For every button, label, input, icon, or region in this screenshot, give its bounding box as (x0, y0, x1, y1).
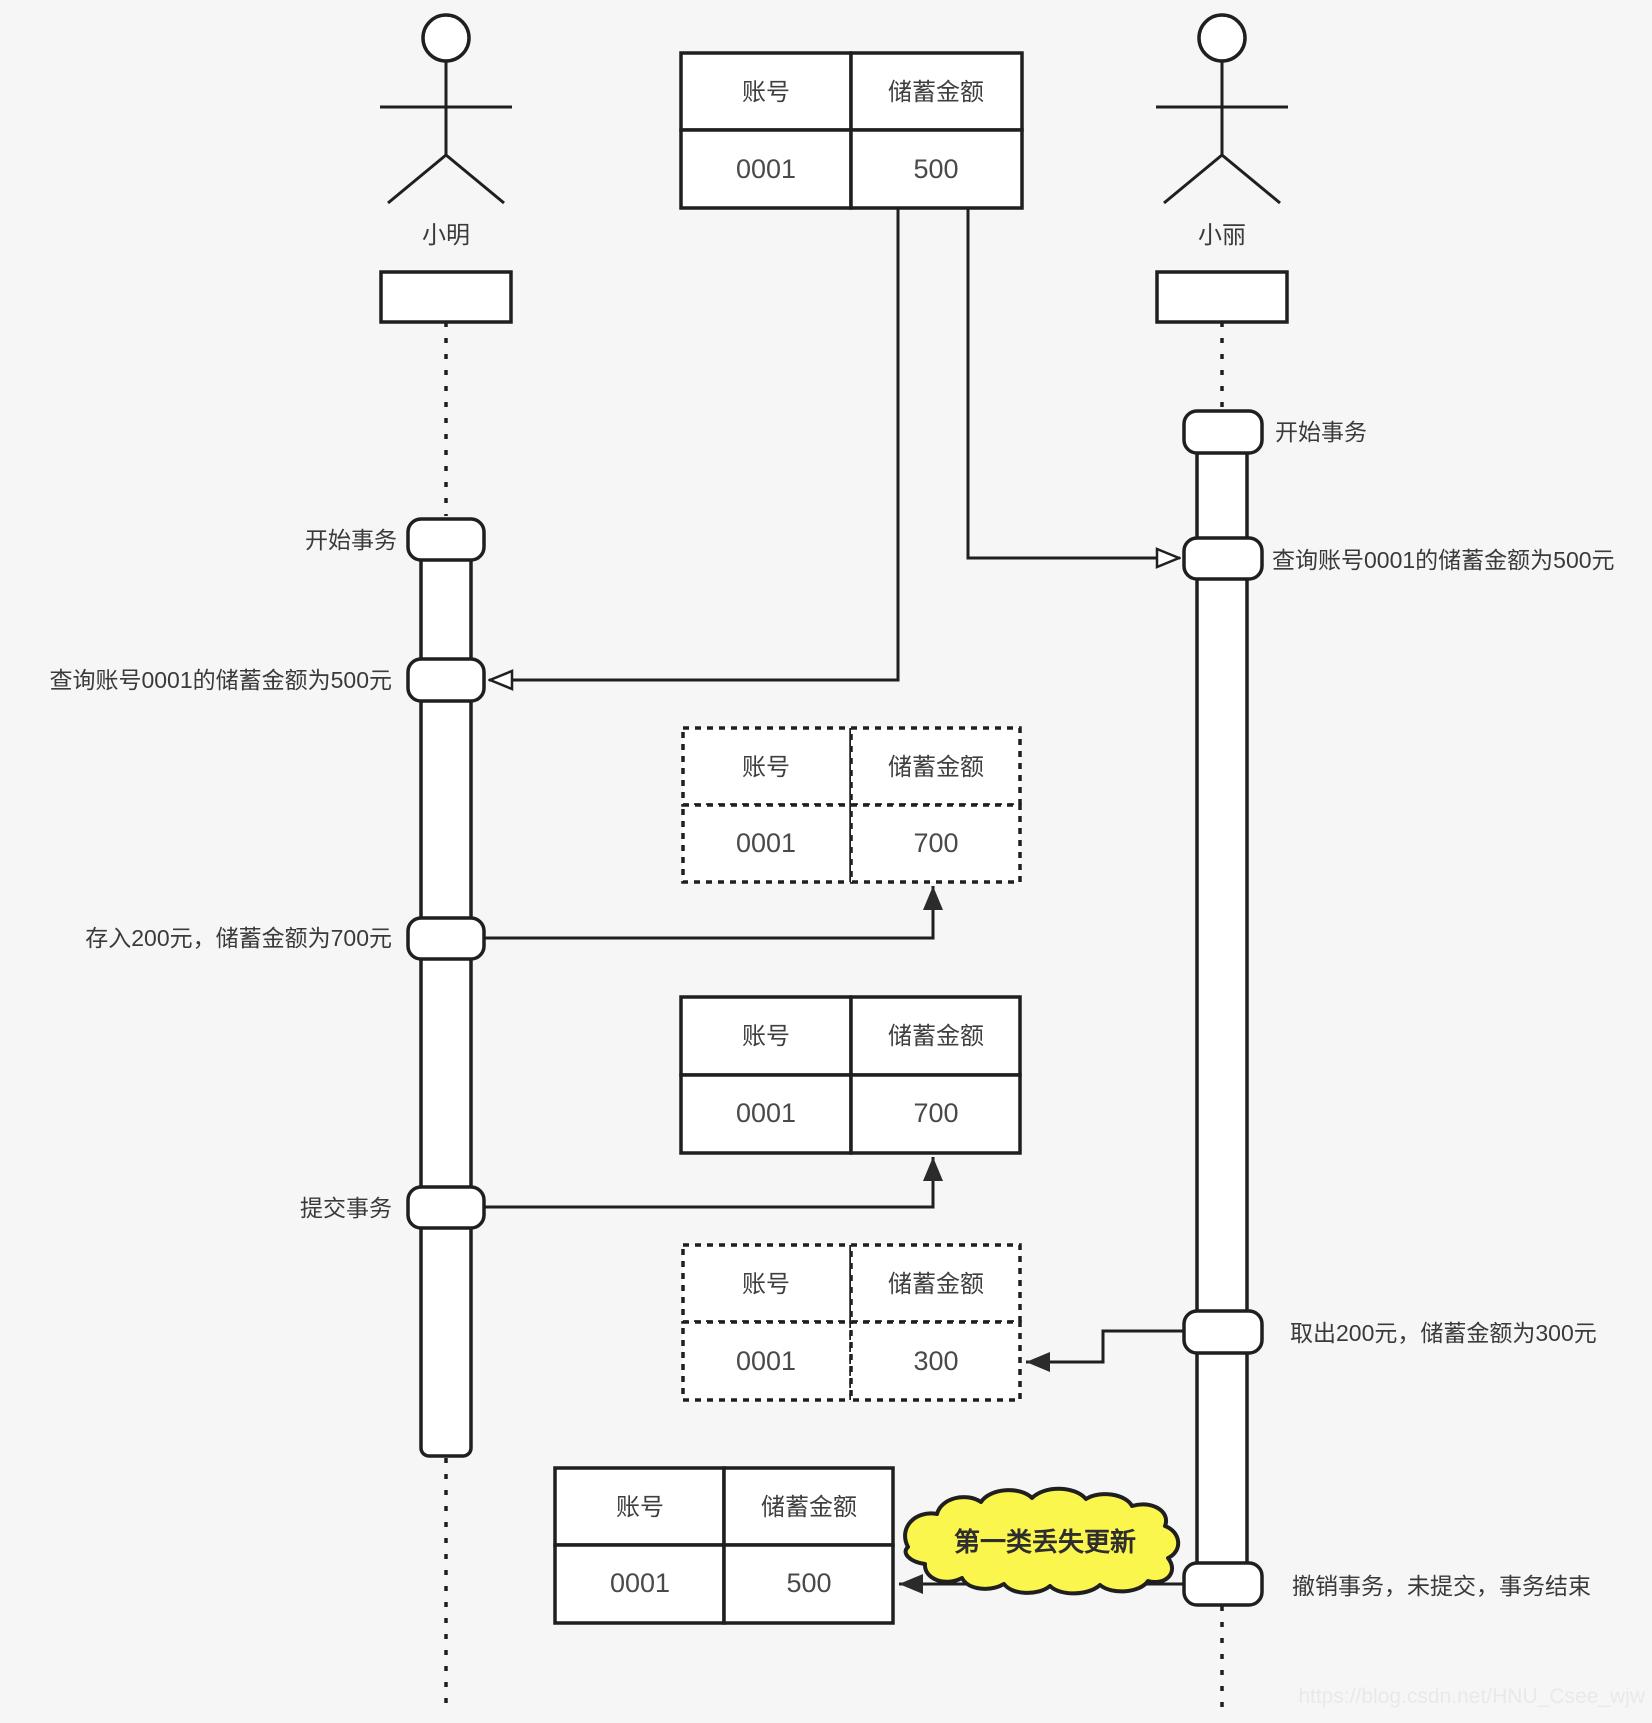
label-right-withdraw: 取出200元，储蓄金额为300元 (1290, 1320, 1597, 1346)
arrow-commit-update (484, 1157, 943, 1209)
node-right-rollback (1182, 1561, 1264, 1607)
table-after-rollback-account: 0001 (610, 1568, 670, 1598)
table-initial-value-cell-2 (849, 128, 1024, 210)
node-left-commit (406, 1185, 486, 1230)
table-deposit-uncommitted-header-cell-2 (849, 726, 1022, 807)
arrow-query-to-right (966, 208, 1180, 558)
label-left-commit: 提交事务 (300, 1195, 392, 1221)
lost-update-callout: 第一类丢失更新 (903, 1486, 1181, 1596)
table-deposit-uncommitted-balance: 700 (913, 828, 958, 858)
actor-right-name: 小丽 (1198, 222, 1246, 249)
activation-bar-right (1195, 418, 1249, 1592)
label-right-rollback: 撤销事务，未提交，事务结束 (1292, 1573, 1591, 1599)
table-deposit-uncommitted: 账号 储蓄金额 0001 700 (681, 726, 1022, 884)
table-deposit-uncommitted-header-balance: 储蓄金额 (888, 754, 984, 781)
actor-left-box (379, 270, 513, 324)
label-left-deposit: 存入200元，储蓄金额为700元 (85, 925, 392, 951)
table-after-rollback-value-cell-1 (553, 1543, 726, 1625)
table-deposit-committed: 账号 储蓄金额 0001 700 (679, 995, 1022, 1155)
cloud-shape (903, 1486, 1181, 1596)
node-left-query (406, 657, 486, 703)
node-right-withdraw (1182, 1309, 1264, 1355)
node-left-begin (406, 517, 486, 562)
table-withdraw-uncommitted-header-balance: 储蓄金额 (888, 1271, 984, 1298)
table-deposit-uncommitted-value-cell-2 (849, 803, 1022, 884)
table-after-rollback: 账号 储蓄金额 0001 500 (553, 1466, 895, 1625)
table-initial: 账号 储蓄金额 0001 500 (679, 51, 1024, 210)
table-initial-account: 0001 (736, 154, 796, 184)
table-after-rollback-value-cell-2 (722, 1543, 895, 1625)
table-deposit-committed-header-balance: 储蓄金额 (888, 1023, 984, 1050)
table-initial-header-balance: 储蓄金额 (888, 79, 984, 106)
actor-right-head (1197, 13, 1247, 63)
table-withdraw-uncommitted-header-account: 账号 (742, 1271, 790, 1298)
actor-left-head (421, 13, 471, 63)
table-deposit-committed-header-account: 账号 (742, 1023, 790, 1050)
table-after-rollback-balance: 500 (786, 1568, 831, 1598)
table-withdraw-uncommitted-value-cell-2 (849, 1320, 1022, 1402)
table-withdraw-uncommitted-value-cell-1 (681, 1320, 853, 1402)
table-deposit-committed-header-cell-2 (849, 995, 1022, 1077)
actor-right-leg-l (1163, 153, 1223, 205)
actor-left-icon (380, 13, 512, 205)
label-left-query: 查询账号0001的储蓄金额为500元 (49, 667, 392, 693)
arrow-query-to-left (489, 208, 900, 680)
actor-right-box (1155, 270, 1289, 324)
actor-left-leg-r (445, 153, 505, 205)
arrow-withdraw-update (1026, 1329, 1184, 1372)
label-left-begin: 开始事务 (305, 527, 397, 553)
actor-left-name: 小明 (422, 222, 470, 249)
table-withdraw-uncommitted-header-cell-2 (849, 1243, 1022, 1324)
table-withdraw-uncommitted-account: 0001 (736, 1346, 796, 1376)
table-withdraw-uncommitted-header-cell-1 (681, 1243, 853, 1324)
table-deposit-committed-account: 0001 (736, 1098, 796, 1128)
actor-left-leg-l (387, 153, 447, 205)
lost-update-callout-text: 第一类丢失更新 (954, 1527, 1136, 1557)
table-after-rollback-header-account: 账号 (616, 1494, 664, 1521)
node-right-query (1182, 536, 1264, 581)
table-initial-header-account: 账号 (742, 79, 790, 106)
table-withdraw-uncommitted: 账号 储蓄金额 0001 300 (681, 1243, 1022, 1402)
label-right-begin: 开始事务 (1275, 419, 1367, 445)
actor-right-leg-r (1221, 153, 1281, 205)
watermark: https://blog.csdn.net/HNU_Csee_wjw (1298, 1685, 1645, 1708)
table-deposit-uncommitted-header-account: 账号 (742, 754, 790, 781)
table-after-rollback-header-balance: 储蓄金额 (761, 1494, 857, 1521)
actor-right-icon (1156, 13, 1288, 205)
table-deposit-committed-balance: 700 (913, 1098, 958, 1128)
table-deposit-committed-value-cell-1 (679, 1073, 853, 1155)
table-initial-balance: 500 (913, 154, 958, 184)
label-right-query: 查询账号0001的储蓄金额为500元 (1272, 547, 1615, 573)
node-right-begin (1182, 409, 1264, 455)
table-deposit-uncommitted-account: 0001 (736, 828, 796, 858)
node-left-deposit (406, 916, 486, 961)
table-withdraw-uncommitted-balance: 300 (913, 1346, 958, 1376)
table-deposit-committed-value-cell-2 (849, 1073, 1022, 1155)
arrow-deposit-update (484, 886, 943, 940)
